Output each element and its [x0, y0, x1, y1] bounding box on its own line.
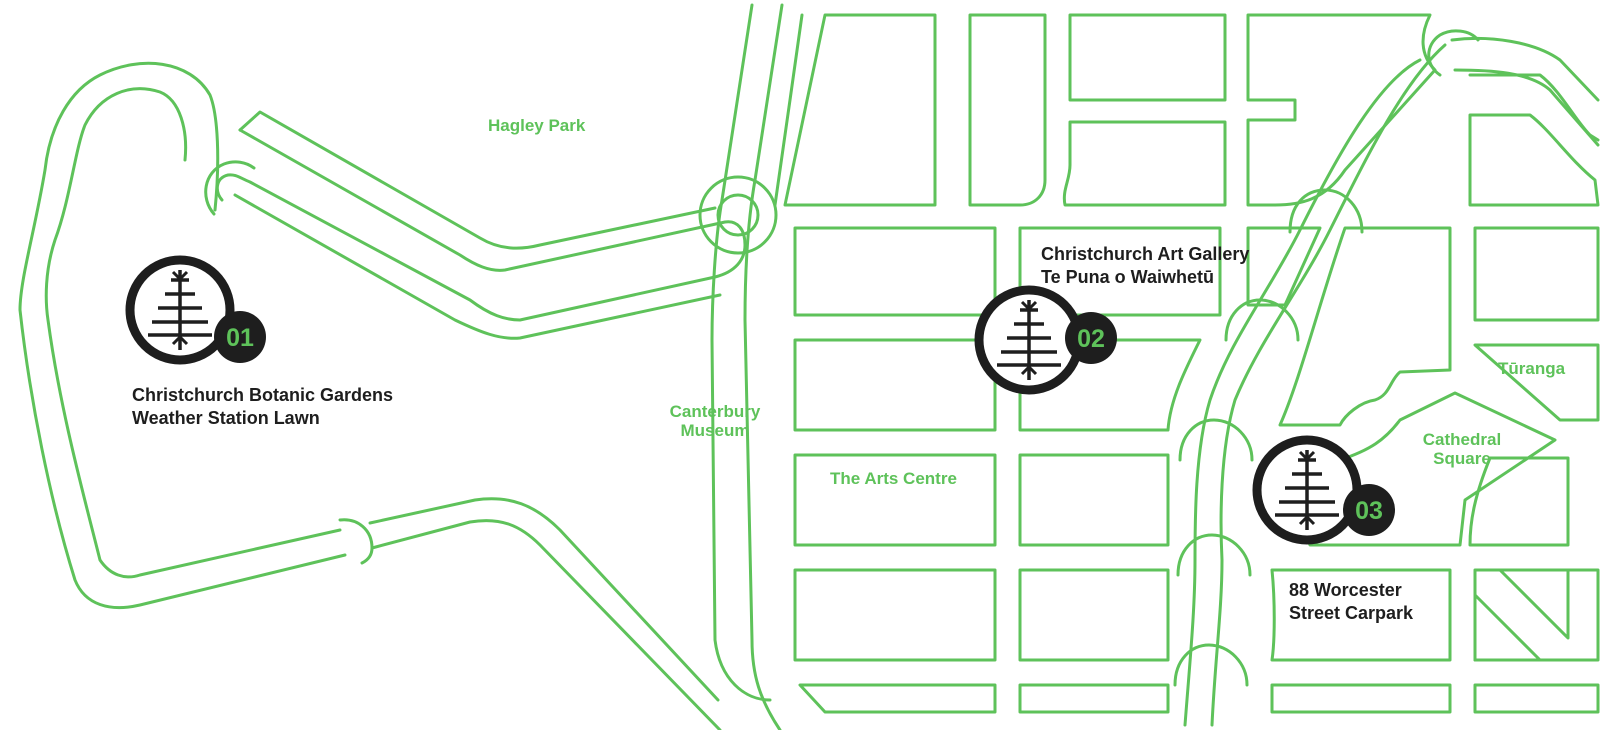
- rolleston-west: [710, 3, 772, 702]
- marker-number: 01: [226, 324, 254, 352]
- roundabout-museum: [698, 175, 778, 255]
- marker-number: 02: [1077, 325, 1105, 353]
- park-south-road-c: [370, 519, 722, 730]
- marker-badge: [214, 311, 266, 363]
- marker-03-label-line1: 88 Worcester: [1289, 580, 1402, 600]
- road-network: [18, 3, 1600, 730]
- marker-01[interactable]: 01: [125, 255, 266, 365]
- marker-01-label-line1: Christchurch Botanic Gardens: [132, 385, 393, 405]
- roundabout-museum-inner: [716, 193, 760, 237]
- place-labels: Hagley Park Canterbury Museum The Arts C…: [488, 116, 1566, 488]
- diagonal-avenue-west: [1183, 58, 1422, 727]
- marker-02-label-line2: Te Puna o Waiwhetū: [1041, 267, 1214, 287]
- park-avenue-inner: [215, 128, 747, 322]
- label-cathedral-square-1: Cathedral: [1423, 430, 1501, 449]
- label-canterbury-museum-2: Museum: [681, 421, 750, 440]
- park-south-road-b: [368, 497, 720, 702]
- city-blocks: [783, 13, 1600, 714]
- marker-02[interactable]: 02: [974, 285, 1117, 395]
- label-cathedral-square-2: Square: [1433, 449, 1491, 468]
- marker-03-label-line2: Street Carpark: [1289, 603, 1414, 623]
- roundabout-park-west: [204, 160, 256, 216]
- park-avenue-outer: [238, 110, 717, 250]
- roundabouts-diagonal: [1173, 29, 1480, 687]
- label-canterbury-museum-1: Canterbury: [670, 402, 761, 421]
- diagonal-avenue-east: [1210, 43, 1447, 727]
- label-turanga: Tūranga: [1498, 359, 1566, 378]
- label-arts-centre: The Arts Centre: [830, 469, 957, 488]
- rolleston-east: [743, 3, 784, 730]
- ring-road-ne-outer: [1450, 36, 1600, 102]
- marker-01-label-line2: Weather Station Lawn: [132, 408, 320, 428]
- park-loop-outer: [18, 61, 347, 609]
- park-avenue-lower: [233, 193, 722, 340]
- marker-badge: [1065, 312, 1117, 364]
- marker-number: 03: [1355, 497, 1383, 525]
- marker-03[interactable]: 03: [1252, 435, 1395, 545]
- rolleston-east-b: [773, 13, 804, 207]
- marker-02-label-line1: Christchurch Art Gallery: [1041, 244, 1249, 264]
- ring-road-ne-inner: [1453, 68, 1600, 147]
- marker-badge: [1343, 484, 1395, 536]
- label-hagley-park: Hagley Park: [488, 116, 586, 135]
- park-loop-inner: [44, 87, 342, 579]
